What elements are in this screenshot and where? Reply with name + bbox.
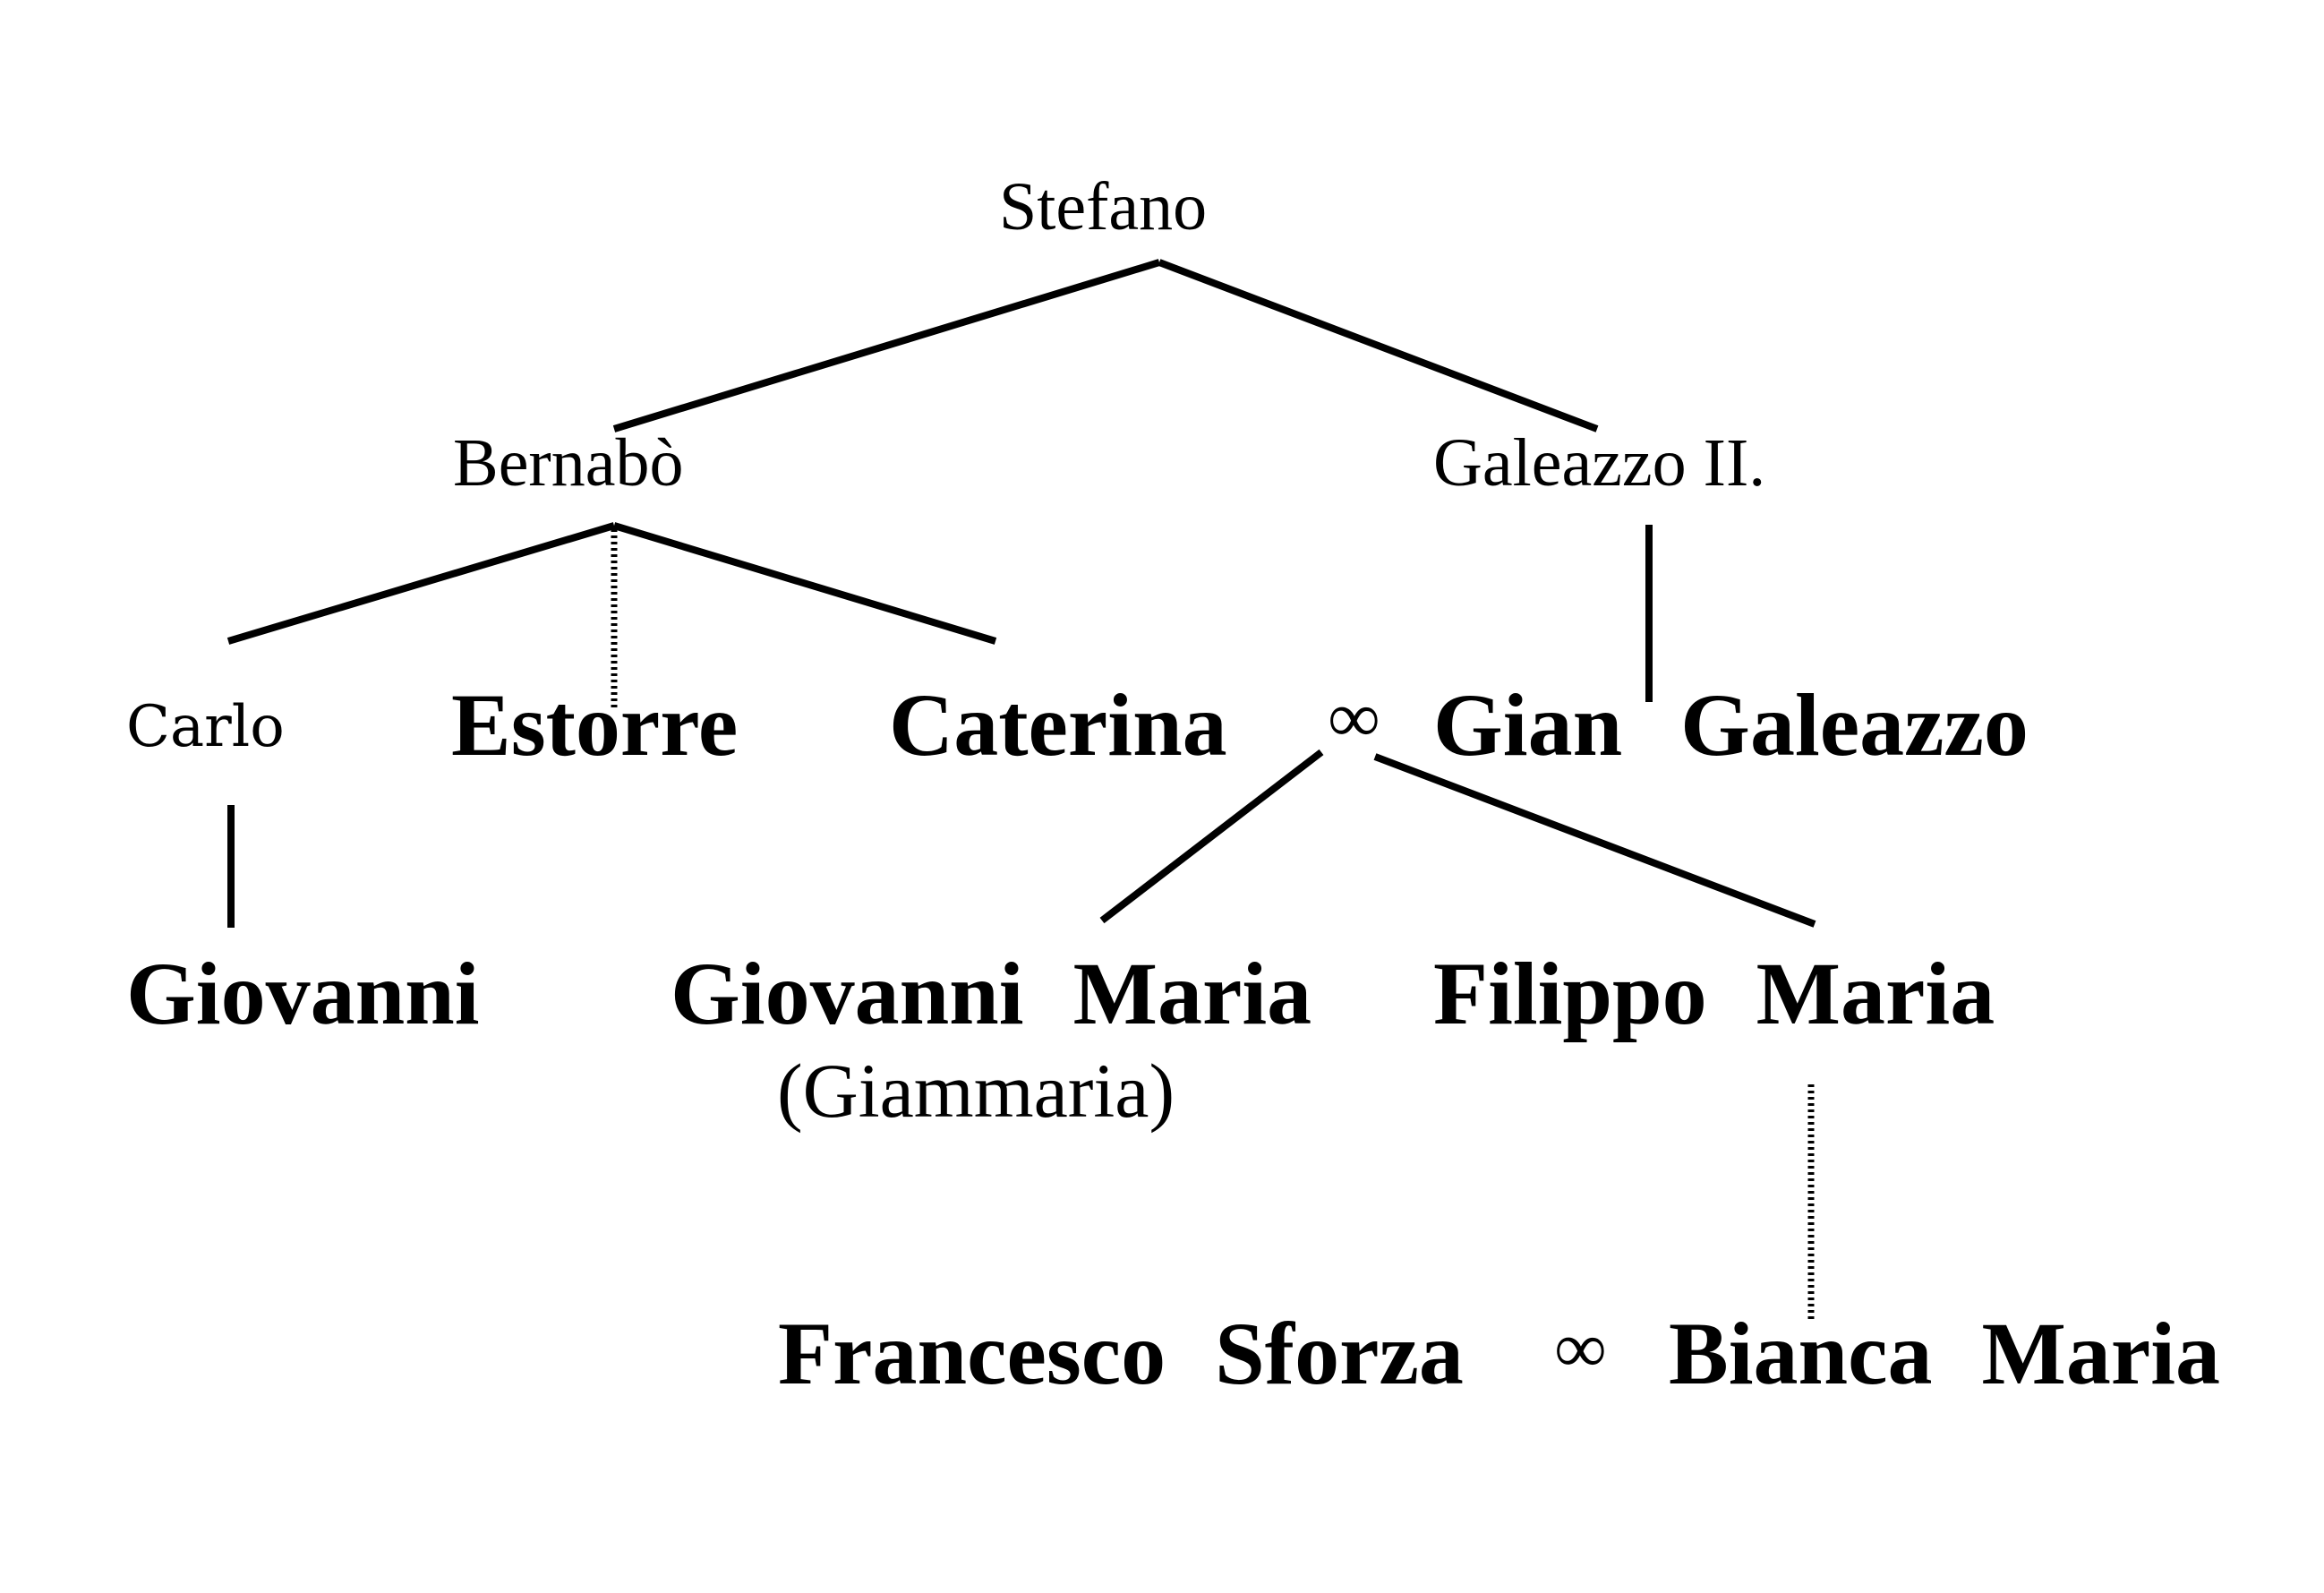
node-estorre: Estorre: [451, 675, 739, 775]
node-giovanni-maria: Giovanni Maria: [671, 944, 1312, 1043]
node-galeazzo-ii: Galeazzo II.: [1433, 425, 1766, 501]
line-marriage-filippo-maria: [1373, 753, 1816, 928]
line-stefano-bernabo: [612, 259, 1161, 433]
node-giovanni: Giovanni: [126, 944, 480, 1043]
line-bernabo-carlo: [226, 522, 616, 645]
line-marriage-giovanni-maria: [1099, 749, 1324, 924]
line-bernabo-caterina: [612, 522, 997, 645]
node-stefano: Stefano: [999, 169, 1208, 244]
node-filippo-maria: Filippo Maria: [1433, 944, 1995, 1043]
marriage-symbol-sforza: ∞: [1555, 1309, 1607, 1388]
node-francesco-sforza: Francesco Sforza: [778, 1304, 1464, 1403]
node-gian-galeazzo: Gian Galeazzo: [1433, 675, 2029, 775]
node-carlo: Carlo: [126, 694, 285, 760]
node-bernabo: Bernabò: [453, 425, 684, 501]
node-bianca-maria: Bianca Maria: [1669, 1304, 2221, 1403]
marriage-symbol: ∞: [1329, 679, 1380, 758]
line-stefano-galeazzo: [1158, 259, 1599, 433]
node-caterina: Caterina: [889, 675, 1227, 775]
node-giammaria-alias: (Giammaria): [777, 1048, 1175, 1134]
